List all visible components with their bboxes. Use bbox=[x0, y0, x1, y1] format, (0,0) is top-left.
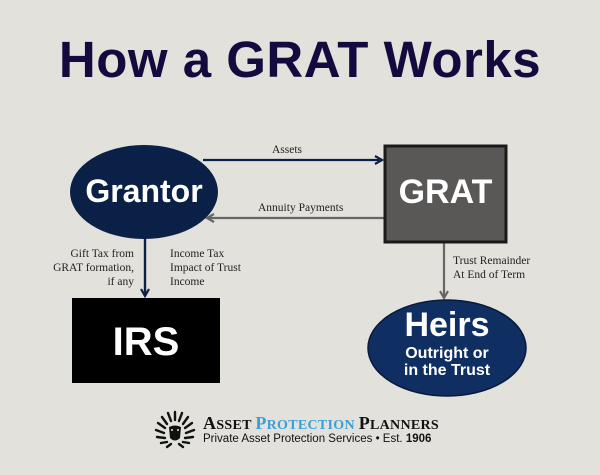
heirs-sublabel-1: Outright or bbox=[405, 345, 489, 362]
grat-node bbox=[383, 144, 508, 244]
grantor-label: Grantor bbox=[85, 173, 203, 209]
irs-label: IRS bbox=[112, 320, 180, 364]
grat-label: GRAT bbox=[398, 173, 493, 211]
company-name: ASSET PROTECTION PLANNERS bbox=[203, 413, 439, 433]
heirs-label: Heirs bbox=[404, 306, 490, 344]
heirs-sublabel-2: in the Trust bbox=[403, 362, 491, 379]
heirs-node bbox=[367, 299, 527, 397]
company-tagline: Private Asset Protection Services • Est.… bbox=[203, 433, 432, 445]
page-title: How a GRAT Works bbox=[58, 31, 542, 88]
lion-head-icon bbox=[154, 410, 196, 449]
grantor-node bbox=[70, 145, 218, 239]
income-tax-label: Income Tax Impact of Trust Income bbox=[170, 248, 241, 288]
irs-node bbox=[72, 298, 220, 383]
annuity-label: Annuity Payments bbox=[258, 202, 344, 214]
gift-tax-label: Gift Tax from GRAT formation, if any bbox=[53, 248, 134, 288]
assets-label: Assets bbox=[272, 144, 303, 156]
remainder-label: Trust Remainder At End of Term bbox=[453, 255, 531, 281]
